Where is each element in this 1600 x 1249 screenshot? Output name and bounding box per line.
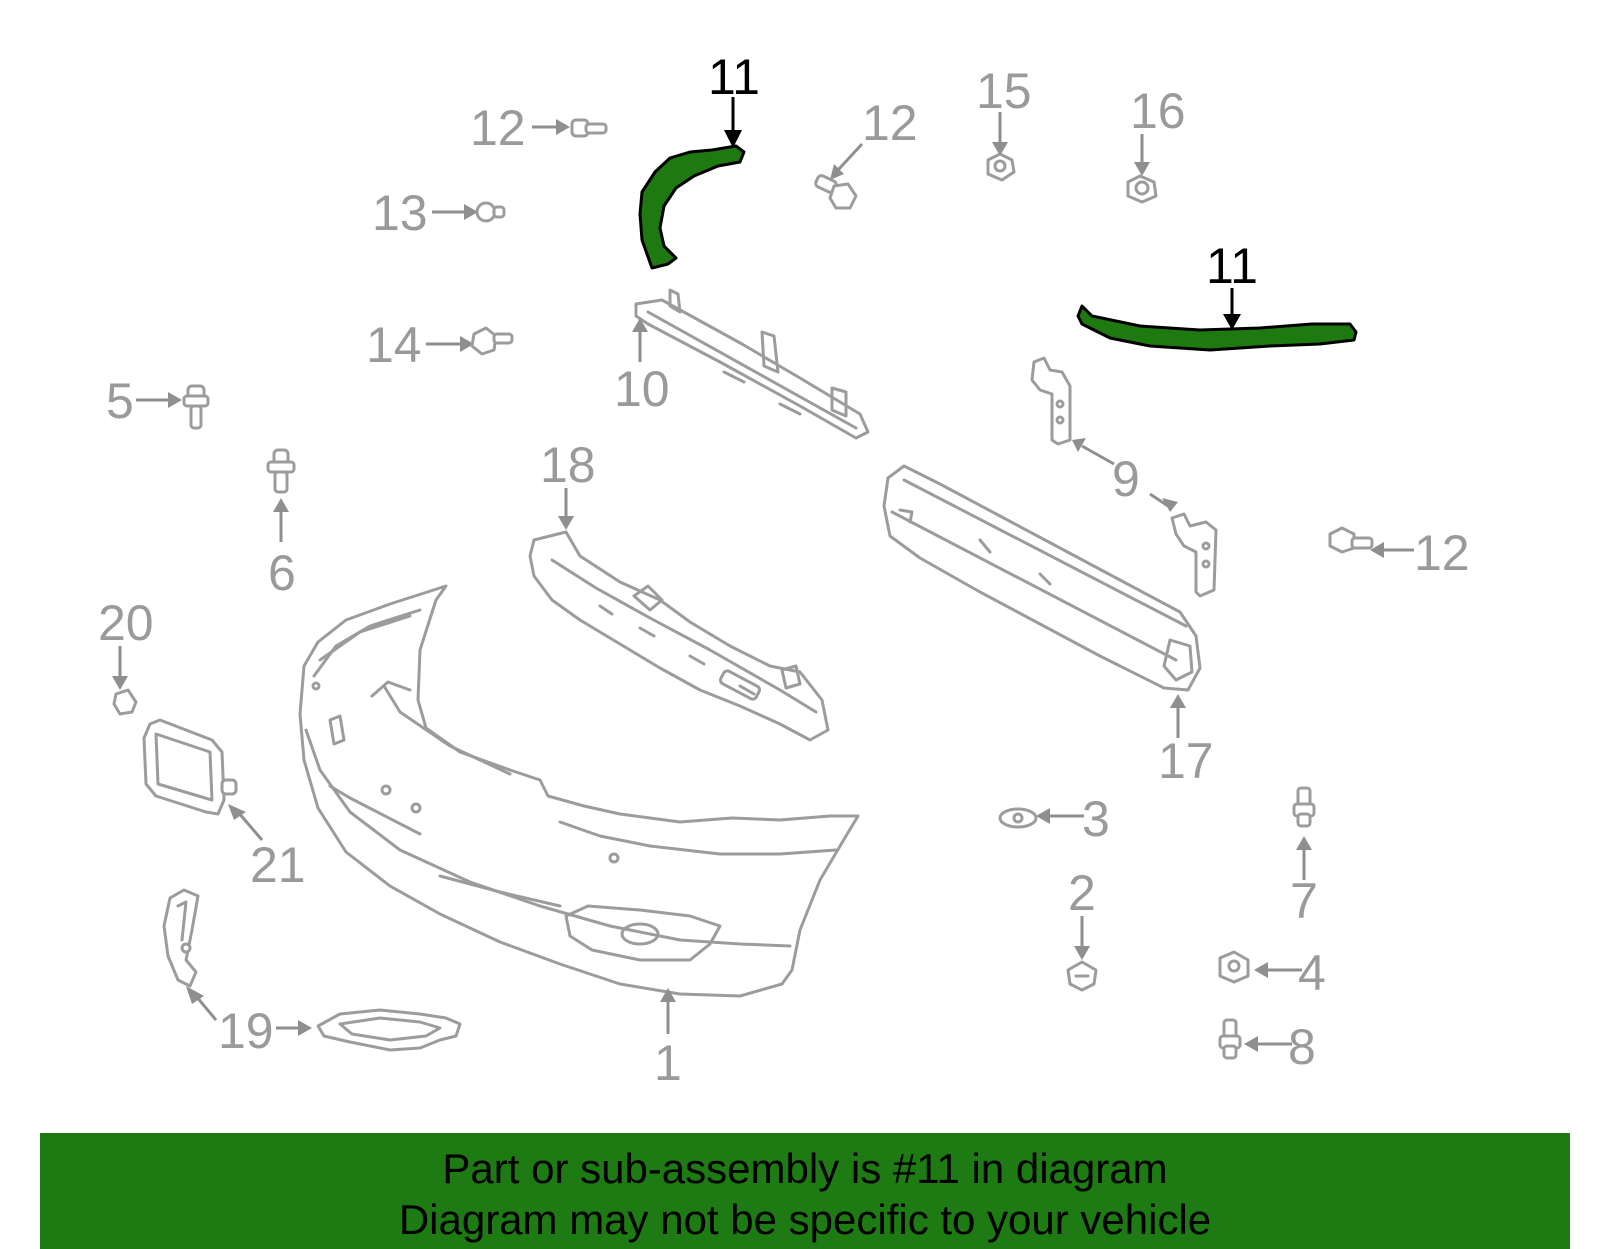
label-21: 21 [250, 837, 306, 893]
arrowhead-11-top [724, 130, 742, 148]
label-12-top-mid: 12 [862, 95, 918, 151]
label-3: 3 [1082, 791, 1110, 847]
label-1: 1 [654, 1035, 682, 1091]
label-14: 14 [366, 317, 422, 373]
label-13: 13 [372, 185, 428, 241]
part-12-bolt-top-left[interactable] [570, 118, 608, 138]
arrowhead-7 [1296, 836, 1312, 850]
part-12-bolt-right[interactable] [1328, 526, 1374, 554]
arrowhead-3 [1036, 808, 1050, 824]
arrowhead-9-lower [1162, 498, 1178, 512]
label-6: 6 [268, 545, 296, 601]
part-17-bumper-reinforcement[interactable] [882, 464, 1202, 692]
label-12-right: 12 [1414, 525, 1470, 581]
label-9: 9 [1112, 451, 1140, 507]
label-12-top-left: 12 [470, 100, 526, 156]
arrowhead-10 [632, 318, 648, 332]
part-4-nut[interactable] [1218, 950, 1250, 984]
arrowhead-6 [273, 498, 289, 512]
arrowhead-17 [1170, 694, 1186, 708]
part-20-clip[interactable] [112, 688, 138, 716]
label-5: 5 [106, 373, 134, 429]
arrowhead-13 [464, 204, 478, 220]
parts-diagram: 11 11 12 13 14 12 15 16 [98, 49, 1470, 1091]
part-16-nut[interactable] [1126, 174, 1158, 204]
label-8: 8 [1288, 1019, 1316, 1075]
arrow-12-top-mid [836, 142, 864, 172]
arrowhead-12-top-mid [830, 164, 844, 180]
label-2: 2 [1068, 865, 1096, 921]
arrowhead-5 [168, 392, 182, 408]
part-1-bumper-cover[interactable] [298, 584, 860, 998]
label-17: 17 [1158, 733, 1214, 789]
part-9-bracket-lower[interactable] [1170, 512, 1218, 598]
label-15: 15 [976, 63, 1032, 119]
arrowhead-12-top-left [556, 119, 570, 135]
arrowhead-14 [460, 336, 474, 352]
part-18-energy-absorber[interactable] [528, 530, 830, 742]
arrow-19-upper [194, 995, 218, 1021]
part-13-clip[interactable] [475, 201, 506, 223]
arrowhead-20 [112, 676, 128, 690]
part-12-bolt-top-mid[interactable] [814, 174, 858, 210]
arrowhead-11-right [1223, 314, 1241, 330]
label-20: 20 [98, 595, 154, 651]
part-11-upper-bracket[interactable] [638, 144, 746, 270]
arrowhead-2 [1074, 946, 1090, 960]
arrow-9-lower [1149, 492, 1169, 508]
part-7-bolt[interactable] [1292, 786, 1316, 828]
part-8-bolt[interactable] [1218, 1018, 1242, 1060]
part-11-side-strip[interactable] [1076, 304, 1358, 352]
part-5-clip[interactable] [182, 384, 210, 430]
arrowhead-19-lower [298, 1020, 312, 1036]
arrowhead-21 [228, 804, 246, 820]
arrowhead-19-upper [186, 986, 204, 1004]
label-4: 4 [1298, 945, 1326, 1001]
part-19-side-bracket[interactable] [162, 888, 200, 988]
part-2-clip[interactable] [1066, 960, 1098, 992]
part-6-clip[interactable] [266, 448, 296, 494]
arrowhead-8 [1244, 1036, 1258, 1052]
label-18: 18 [540, 437, 596, 493]
banner-line-2: Diagram may not be specific to your vehi… [398, 1196, 1212, 1243]
arrow-9-upper [1081, 444, 1115, 466]
info-banner: Part or sub-assembly is #11 in diagram D… [40, 1133, 1570, 1249]
arrowhead-4 [1254, 962, 1268, 978]
part-10-reinforcement[interactable] [634, 288, 870, 440]
label-11-top: 11 [708, 49, 760, 105]
part-3-clip[interactable] [998, 807, 1038, 829]
arrow-21 [236, 811, 264, 841]
arrowhead-18 [558, 516, 574, 530]
arrowhead-12-right [1370, 542, 1384, 558]
label-7: 7 [1290, 873, 1318, 929]
part-19-fog-trim[interactable] [316, 1008, 462, 1052]
arrowhead-1 [660, 988, 676, 1002]
arrowhead-16 [1134, 162, 1150, 176]
label-19: 19 [218, 1003, 274, 1059]
arrowhead-9-upper [1072, 438, 1086, 452]
label-11-right: 11 [1206, 238, 1258, 294]
part-14-bolt[interactable] [470, 326, 514, 356]
part-9-bracket-upper[interactable] [1030, 356, 1072, 446]
arrowhead-15 [992, 142, 1008, 156]
part-21-license-bracket[interactable] [142, 718, 238, 816]
banner-line-1: Part or sub-assembly is #11 in diagram [442, 1145, 1168, 1192]
label-10: 10 [614, 361, 670, 417]
part-15-nut[interactable] [986, 152, 1016, 182]
label-16: 16 [1130, 83, 1186, 139]
